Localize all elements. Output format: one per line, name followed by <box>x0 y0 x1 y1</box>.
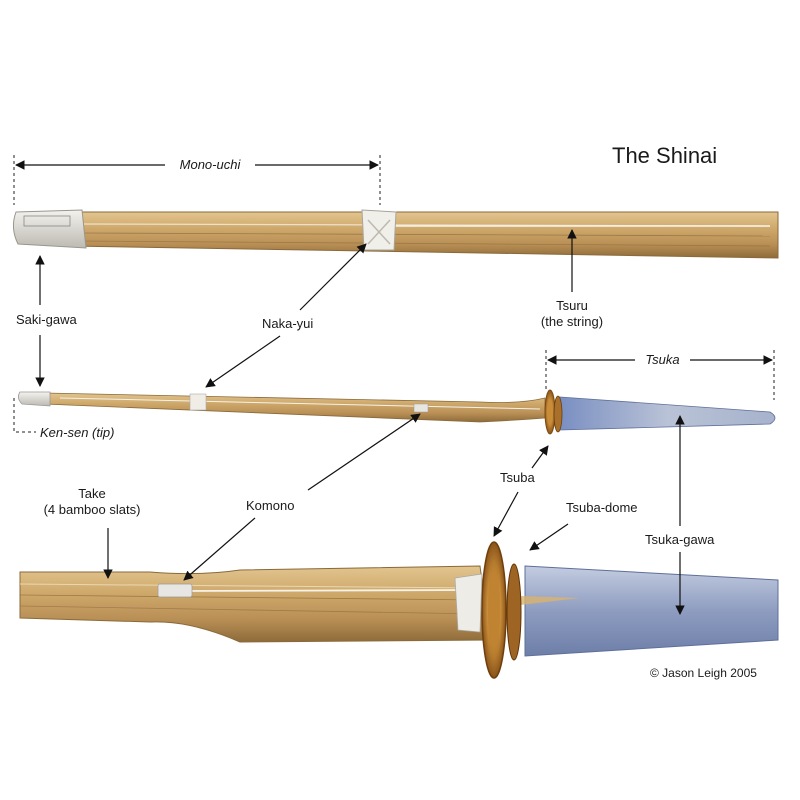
arrow-tsuba-up <box>531 445 549 469</box>
label-tsuka-gawa: Tsuka-gawa <box>645 532 715 547</box>
arrow-tsuba-down <box>493 491 519 537</box>
label-mono-uchi: Mono-uchi <box>179 157 241 172</box>
label-tsuba: Tsuba <box>500 470 535 485</box>
label-tsuru-desc: (the string) <box>540 314 604 329</box>
arrow-tsuba-dome <box>529 523 569 551</box>
shinai-middle <box>18 389 776 435</box>
label-komono: Komono <box>246 498 295 513</box>
label-tsuru-name: Tsuru <box>556 298 588 313</box>
arrow-komono-bottom <box>183 517 256 581</box>
dimension-tsuka <box>545 350 775 400</box>
dimension-mono-uchi <box>13 155 381 205</box>
shinai-bottom <box>19 541 779 679</box>
label-take: Take (4 bamboo slats) <box>22 486 162 518</box>
label-take-name: Take <box>78 486 106 501</box>
ken-sen-bracket <box>13 398 36 433</box>
label-saki-gawa: Saki-gawa <box>16 312 77 327</box>
label-take-desc: (4 bamboo slats) <box>43 502 141 517</box>
arrow-naka-yui-down <box>205 335 281 388</box>
arrow-naka-yui-up <box>299 243 367 311</box>
label-tsuba-dome: Tsuba-dome <box>566 500 638 515</box>
label-tsuka: Tsuka <box>645 352 680 367</box>
arrow-komono-middle <box>307 413 421 491</box>
copyright-notice: © Jason Leigh 2005 <box>650 666 757 680</box>
label-naka-yui: Naka-yui <box>262 316 314 331</box>
label-tsuru: Tsuru (the string) <box>522 298 622 330</box>
label-ken-sen: Ken-sen (tip) <box>40 425 115 440</box>
shinai-top <box>12 209 779 259</box>
diagram-title: The Shinai <box>612 143 718 168</box>
